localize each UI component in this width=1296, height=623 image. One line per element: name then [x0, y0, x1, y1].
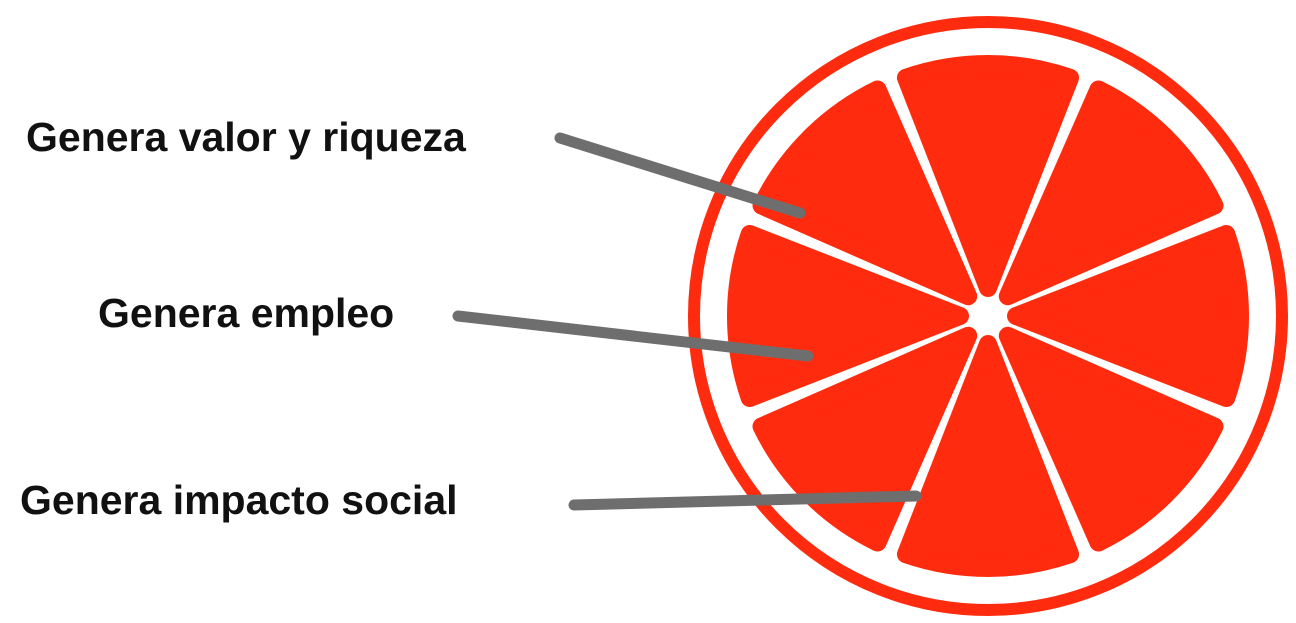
connector-line-3	[568, 490, 922, 511]
orange-segment	[896, 55, 1080, 297]
orange-segment	[998, 326, 1224, 552]
orange-segment	[998, 80, 1224, 306]
connector-line-2	[452, 310, 814, 362]
orange-segment	[752, 80, 978, 306]
orange-segments	[727, 55, 1249, 577]
orange-slice-icon	[688, 16, 1288, 616]
orange-segment	[896, 335, 1080, 577]
label-genera-valor: Genera valor y riqueza	[26, 114, 466, 160]
connector-line-1	[554, 132, 806, 219]
orange-segment	[1007, 224, 1249, 408]
label-genera-impacto-social: Genera impacto social	[20, 477, 458, 523]
label-genera-empleo: Genera empleo	[98, 290, 395, 336]
